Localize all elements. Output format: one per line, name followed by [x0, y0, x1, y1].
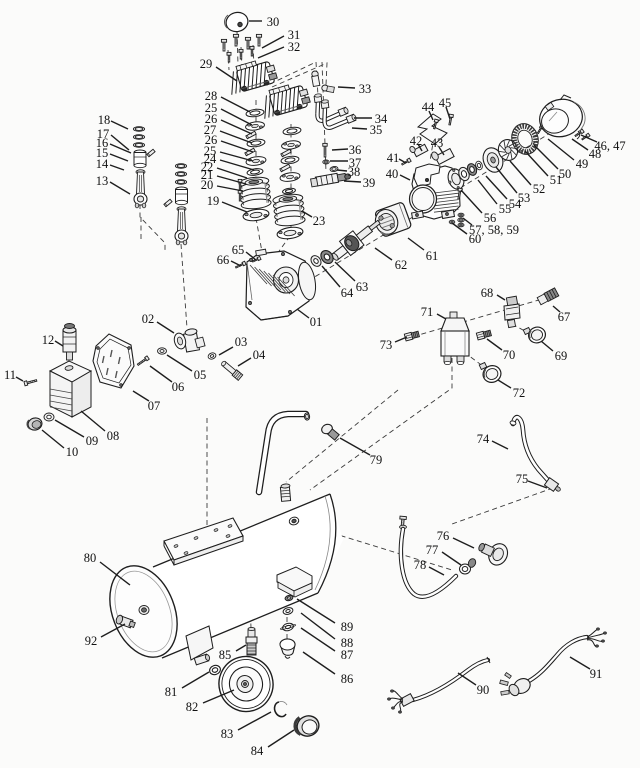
svg-text:67: 67: [558, 310, 571, 324]
svg-text:21: 21: [201, 168, 214, 182]
svg-text:71: 71: [421, 305, 434, 319]
svg-text:35: 35: [370, 123, 383, 137]
svg-text:11: 11: [4, 368, 16, 382]
svg-text:79: 79: [370, 453, 383, 467]
svg-text:48: 48: [589, 147, 602, 161]
svg-text:56: 56: [484, 211, 497, 225]
svg-text:44: 44: [422, 100, 435, 114]
svg-text:27: 27: [204, 123, 217, 137]
svg-text:36: 36: [349, 143, 362, 157]
svg-text:25: 25: [205, 101, 218, 115]
svg-text:32: 32: [288, 40, 301, 54]
svg-text:30: 30: [267, 15, 280, 29]
svg-text:54: 54: [509, 197, 522, 211]
svg-text:34: 34: [375, 112, 388, 126]
svg-text:40: 40: [386, 167, 399, 181]
svg-text:16: 16: [96, 136, 109, 150]
svg-text:88: 88: [341, 636, 354, 650]
svg-text:26: 26: [205, 112, 218, 126]
svg-text:73: 73: [380, 338, 393, 352]
svg-text:37: 37: [349, 156, 362, 170]
svg-text:18: 18: [98, 113, 111, 127]
svg-text:55: 55: [499, 202, 512, 216]
svg-text:86: 86: [341, 672, 354, 686]
svg-text:43: 43: [431, 136, 444, 150]
svg-text:33: 33: [359, 82, 372, 96]
svg-text:45: 45: [439, 96, 452, 110]
svg-text:82: 82: [186, 700, 199, 714]
svg-text:53: 53: [518, 191, 531, 205]
svg-text:24: 24: [204, 152, 217, 166]
svg-text:31: 31: [288, 28, 301, 42]
svg-text:70: 70: [503, 348, 516, 362]
svg-text:60: 60: [469, 232, 482, 246]
svg-text:41: 41: [387, 151, 400, 165]
svg-text:13: 13: [96, 174, 109, 188]
svg-text:29: 29: [200, 57, 213, 71]
svg-text:83: 83: [221, 727, 234, 741]
svg-text:69: 69: [555, 349, 568, 363]
svg-text:89: 89: [341, 620, 354, 634]
svg-text:68: 68: [481, 286, 494, 300]
svg-text:15: 15: [96, 146, 109, 160]
svg-text:65: 65: [232, 243, 245, 257]
svg-text:09: 09: [86, 434, 99, 448]
svg-text:64: 64: [341, 286, 354, 300]
svg-text:03: 03: [235, 335, 248, 349]
svg-text:07: 07: [148, 399, 161, 413]
svg-text:85: 85: [219, 648, 232, 662]
svg-text:02: 02: [142, 312, 155, 326]
svg-text:51: 51: [550, 173, 563, 187]
svg-text:28: 28: [205, 89, 218, 103]
svg-text:61: 61: [426, 249, 439, 263]
svg-text:04: 04: [253, 348, 266, 362]
svg-text:78: 78: [414, 558, 427, 572]
svg-text:14: 14: [96, 157, 109, 171]
svg-text:92: 92: [85, 634, 98, 648]
svg-text:46, 47: 46, 47: [594, 139, 625, 153]
svg-text:20: 20: [201, 178, 214, 192]
svg-text:08: 08: [107, 429, 120, 443]
svg-text:66: 66: [217, 253, 230, 267]
svg-text:91: 91: [590, 667, 603, 681]
svg-text:74: 74: [477, 432, 490, 446]
svg-text:22: 22: [201, 160, 214, 174]
svg-text:76: 76: [437, 529, 450, 543]
svg-text:72: 72: [513, 386, 526, 400]
svg-text:80: 80: [84, 551, 97, 565]
svg-text:77: 77: [426, 543, 439, 557]
svg-text:05: 05: [194, 368, 207, 382]
svg-text:50: 50: [559, 167, 572, 181]
svg-text:42: 42: [410, 134, 423, 148]
svg-text:10: 10: [66, 445, 79, 459]
svg-text:26: 26: [205, 133, 218, 147]
svg-text:38: 38: [348, 165, 361, 179]
svg-text:19: 19: [207, 194, 220, 208]
svg-text:01: 01: [310, 315, 323, 329]
svg-text:57, 58, 59: 57, 58, 59: [469, 223, 519, 237]
svg-text:81: 81: [165, 685, 178, 699]
svg-text:23: 23: [313, 214, 326, 228]
svg-text:75: 75: [516, 472, 529, 486]
svg-text:12: 12: [42, 333, 55, 347]
svg-text:90: 90: [477, 683, 490, 697]
svg-text:39: 39: [363, 176, 376, 190]
svg-text:49: 49: [576, 157, 589, 171]
svg-text:52: 52: [533, 182, 546, 196]
svg-text:25: 25: [204, 144, 217, 158]
svg-text:62: 62: [395, 258, 408, 272]
svg-text:87: 87: [341, 648, 354, 662]
svg-text:84: 84: [251, 744, 264, 758]
svg-text:06: 06: [172, 380, 185, 394]
svg-text:63: 63: [356, 280, 369, 294]
svg-text:17: 17: [97, 127, 110, 141]
